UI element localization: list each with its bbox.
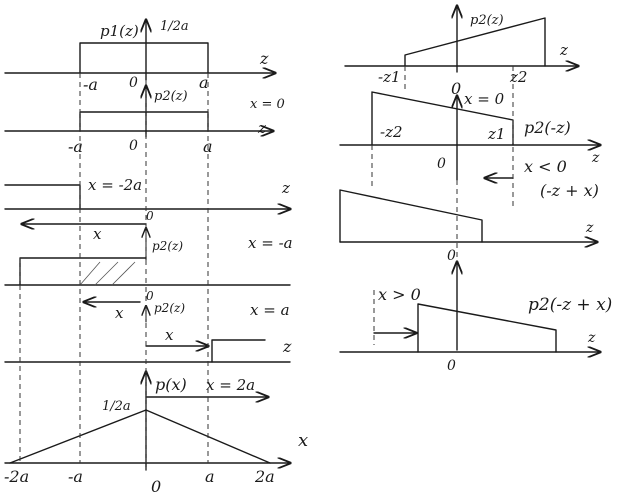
cond-label: x < 0 — [524, 157, 567, 176]
tick-origin: 0 — [151, 477, 161, 496]
shifted-rectangle — [211, 339, 266, 363]
origin-label: 0 — [437, 156, 446, 172]
p2-shift-label: p2(-z + x) — [528, 295, 612, 315]
shift-label: x = -a — [248, 234, 293, 252]
px-height-label: 1/2a — [102, 399, 131, 414]
origin-label: 0 — [146, 209, 154, 223]
shift-label: x = -2a — [88, 176, 142, 194]
z-label: z — [559, 41, 568, 59]
tick-neg-a: -a — [83, 75, 98, 94]
p2-label: p2(z) — [152, 239, 183, 253]
left-row5-shift-a: x x = a z — [4, 301, 292, 363]
shifted-trapezoid — [339, 189, 483, 243]
right-row4-x-pos: x > 0 p2(-z + x) z 0 — [339, 262, 612, 374]
left-dashed-guides — [19, 73, 209, 470]
left-row6-shift-2a: x x = 2a — [145, 326, 268, 397]
z-label: z — [585, 220, 594, 236]
shift-label: x = 0 — [250, 97, 285, 112]
tick-origin: 0 — [129, 75, 138, 91]
shifted-trapezoid — [417, 303, 557, 353]
shift-label: x = 2a — [206, 376, 255, 394]
left-row7-px: p(x) 1/2a x -2a -a 0 a 2a — [4, 372, 308, 496]
right-row2-p2-neg: x = 0 p2(-z) -z2 z1 z — [339, 90, 600, 181]
tick-origin: 0 — [451, 79, 461, 98]
left-row1-p1: p1(z) 1/2a z -a 0 a — [4, 19, 275, 94]
shift-label: x = a — [250, 301, 290, 319]
tick-2a: 2a — [254, 467, 275, 486]
shift-x-label: x — [115, 304, 124, 322]
shift-x-label: x — [93, 225, 102, 243]
z-label: z — [259, 49, 269, 68]
p2-label: p2(z) — [154, 89, 188, 104]
px-label: p(x) — [155, 375, 187, 394]
tick-neg-z2: -z2 — [380, 123, 403, 141]
right-row3-x-neg: 0 x < 0 (-z + x) z 0 — [339, 156, 599, 264]
p1-rectangle — [79, 42, 209, 74]
p2-neg-label: p2(-z) — [524, 118, 571, 137]
origin2-label: 0 — [447, 248, 456, 264]
origin-label: 0 — [447, 358, 456, 374]
tick-a: a — [205, 467, 215, 486]
z-label: z — [281, 179, 290, 197]
tick-neg-a: -a — [68, 467, 83, 486]
p1-height-label: 1/2a — [160, 19, 189, 34]
x-axis-label: x — [298, 430, 308, 451]
tick-neg-z1: -z1 — [378, 68, 401, 86]
z-label: z — [587, 330, 596, 346]
cond-label: x > 0 — [378, 285, 421, 304]
p2-rectangle — [79, 111, 209, 132]
z-label: z — [257, 119, 266, 137]
p2-label: p2(z) — [154, 301, 185, 315]
p1-label: p1(z) — [100, 22, 139, 40]
right-row1-p2: p2(z) z -z1 0 z2 — [344, 6, 578, 98]
tick-z1: z1 — [487, 125, 505, 143]
arg-label: (-z + x) — [540, 181, 599, 200]
z-label: z — [591, 150, 600, 166]
tick-neg-2a: -2a — [4, 467, 29, 486]
triangle — [9, 409, 271, 464]
left-row2-p2: p2(z) x = 0 z -a 0 a — [4, 86, 285, 156]
right-dashed-guides — [371, 66, 514, 262]
origin-label: 0 — [146, 289, 154, 303]
tick-z2: z2 — [509, 68, 527, 86]
tick-origin: 0 — [129, 138, 138, 154]
tick-a: a — [199, 73, 209, 92]
shift-x-label: x — [165, 326, 174, 344]
p2-trapezoid — [404, 17, 546, 67]
tick-neg-a: -a — [68, 137, 83, 156]
p2-label: p2(z) — [470, 13, 504, 28]
z-label: z — [282, 337, 292, 356]
shifted-rectangle — [4, 184, 81, 210]
shift-label: x = 0 — [464, 90, 505, 108]
